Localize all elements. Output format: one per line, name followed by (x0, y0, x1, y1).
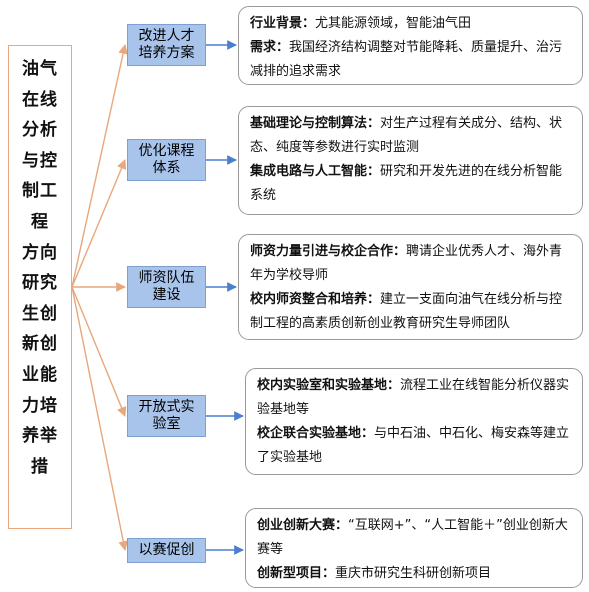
detail-item: 校企联合实验基地：与中石油、中石化、梅安森等建立了实验基地 (257, 422, 573, 470)
root-title: 油气 在线 分析 与控 制工 程 方向 研究 生创 新创 业能 力培 养举 措 (8, 54, 72, 482)
branch-label: 开放式实验室 (138, 399, 195, 432)
detail-item: 基础理论与控制算法：对生产过程有关成分、结构、状态、纯度等参数进行实时监测 (250, 112, 573, 160)
detail-key: 创业创新大赛： (257, 518, 349, 533)
detail-text: 建立一支面向油气在线分析与控制工程的高素质创新创业教育研究生导师团队 (250, 292, 563, 331)
branch-label: 改进人才培养方案 (138, 28, 195, 61)
detail-text: 尤其能源领域，智能油气田 (315, 16, 472, 31)
root-title-line: 措 (31, 456, 49, 477)
root-title-line: 方向 (22, 242, 58, 263)
branch-box-open-lab: 开放式实验室 (127, 395, 206, 437)
root-title-line: 业能 (22, 364, 58, 385)
detail-box-open-lab: 校内实验室和实验基地：流程工业在线智能分析仪器实验基地等 校企联合实验基地：与中… (245, 368, 583, 475)
detail-item: 校内实验室和实验基地：流程工业在线智能分析仪器实验基地等 (257, 374, 573, 422)
branch-box-curriculum: 优化课程体系 (127, 139, 206, 181)
root-title-line: 养举 (22, 426, 58, 447)
detail-key: 行业背景： (250, 16, 316, 31)
root-title-line: 在线 (22, 89, 58, 110)
root-title-line: 分析 (22, 120, 58, 141)
detail-text: 与中石油、中石化、梅安森等建立了实验基地 (257, 426, 570, 465)
connector-root-branch-5 (71, 286, 129, 551)
root-title-line: 与控 (22, 150, 58, 171)
root-title-line: 研究 (22, 273, 58, 294)
detail-text: “互联网+”、“人工智能＋”创业创新大赛等 (257, 518, 568, 557)
branch-label: 以赛促创 (138, 542, 195, 558)
detail-box-competition: 创业创新大赛：“互联网+”、“人工智能＋”创业创新大赛等 创新型项目：重庆市研究… (245, 508, 583, 588)
detail-key: 校内实验室和实验基地： (257, 378, 401, 393)
detail-text: 我国经济结构调整对节能降耗、质量提升、治污减排的追求需求 (250, 40, 563, 79)
detail-key: 基础理论与控制算法： (250, 116, 381, 131)
detail-item: 创新型项目：重庆市研究生科研创新项目 (257, 562, 573, 586)
detail-text: 研究和开发先进的在线分析智能系统 (250, 164, 563, 203)
detail-item: 需求：我国经济结构调整对节能降耗、质量提升、治污减排的追求需求 (250, 36, 573, 84)
detail-key: 创新型项目： (257, 566, 336, 581)
connector-root-branch-4 (71, 286, 127, 417)
branch-label: 优化课程体系 (138, 143, 195, 176)
branch-box-faculty: 师资队伍建设 (127, 266, 206, 308)
detail-item: 校内师资整合和培养：建立一支面向油气在线分析与控制工程的高素质创新创业教育研究生… (250, 288, 573, 336)
detail-text: 聘请企业优秀人才、海外青年为学校导师 (250, 244, 563, 283)
detail-key: 需求： (250, 40, 290, 55)
root-title-line: 新创 (22, 334, 58, 355)
detail-item: 行业背景：尤其能源领域，智能油气田 (250, 12, 573, 36)
detail-text: 重庆市研究生科研创新项目 (335, 566, 492, 581)
branch-label: 师资队伍建设 (138, 270, 195, 303)
detail-key: 校内师资整合和培养： (250, 292, 381, 307)
detail-key: 师资力量引进与校企合作： (250, 244, 407, 259)
detail-box-faculty: 师资力量引进与校企合作：聘请企业优秀人才、海外青年为学校导师 校内师资整合和培养… (238, 234, 583, 340)
branch-box-training-plan: 改进人才培养方案 (127, 24, 206, 66)
detail-item: 创业创新大赛：“互联网+”、“人工智能＋”创业创新大赛等 (257, 514, 573, 562)
root-title-line: 力培 (22, 395, 58, 416)
branch-box-competition: 以赛促创 (127, 538, 206, 563)
root-title-line: 生创 (22, 303, 58, 324)
detail-item: 集成电路与人工智能：研究和开发先进的在线分析智能系统 (250, 160, 573, 208)
detail-text: 对生产过程有关成分、结构、状态、纯度等参数进行实时监测 (250, 116, 563, 155)
detail-box-training-plan: 行业背景：尤其能源领域，智能油气田 需求：我国经济结构调整对节能降耗、质量提升、… (238, 6, 583, 85)
root-title-line: 油气 (22, 59, 58, 79)
detail-key: 校企联合实验基地： (257, 426, 375, 441)
root-title-line: 制工 (22, 181, 58, 202)
detail-text: 流程工业在线智能分析仪器实验基地等 (257, 378, 570, 417)
connector-root-branch-1 (71, 44, 128, 288)
detail-item: 师资力量引进与校企合作：聘请企业优秀人才、海外青年为学校导师 (250, 240, 573, 288)
root-box (8, 45, 72, 529)
detail-box-curriculum: 基础理论与控制算法：对生产过程有关成分、结构、状态、纯度等参数进行实时监测 集成… (238, 106, 583, 215)
connector-root-branch-2 (71, 159, 127, 288)
detail-key: 集成电路与人工智能： (250, 164, 381, 179)
root-title-line: 程 (31, 211, 49, 232)
